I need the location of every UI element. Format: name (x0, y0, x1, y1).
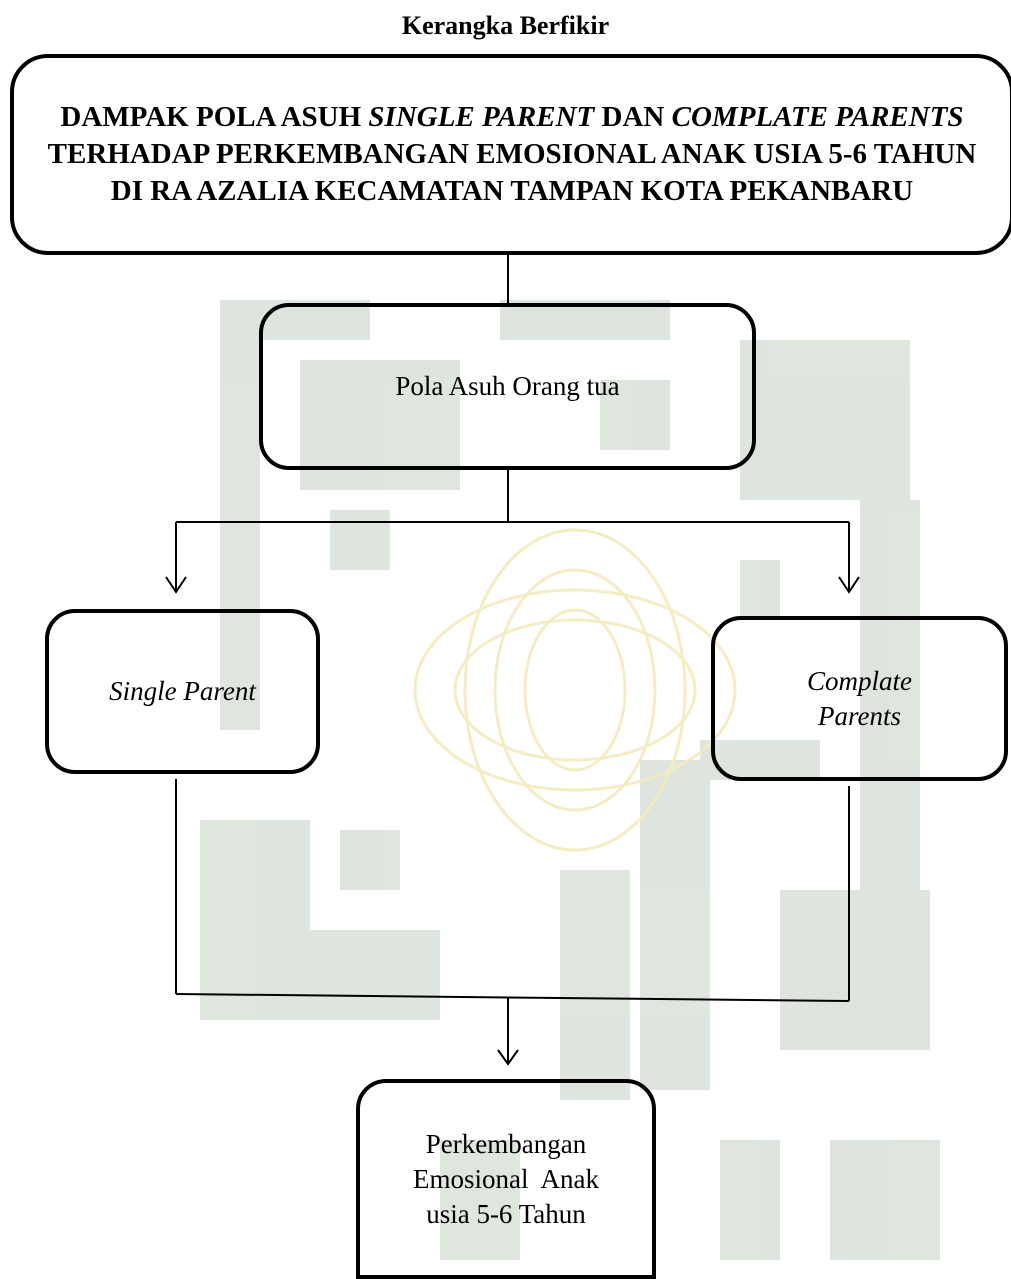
watermark-shape (740, 560, 780, 620)
perkembangan-line2: Emosional Anak (413, 1163, 599, 1194)
page-title: Kerangka Berfikir (401, 11, 610, 40)
watermark-shape (340, 830, 400, 890)
single-parent-box: Single Parent (45, 609, 320, 774)
watermark-shape (300, 930, 440, 1020)
watermark-shape (560, 870, 630, 1100)
watermark-shape (440, 1140, 520, 1260)
watermark-shape (413, 588, 737, 792)
single-parent-label: Single Parent (109, 676, 256, 706)
complate-parents-line1: Complate (807, 665, 912, 696)
main-topic-italic: COMPLATE PARENTS (671, 101, 964, 133)
perkembangan-line3: usia 5-6 Tahun (426, 1198, 586, 1229)
complate-parents-line2: Parents (818, 700, 901, 731)
connector-merge (175, 993, 850, 1002)
watermark-shape (493, 568, 657, 812)
watermark-shape (200, 820, 310, 1020)
watermark-shape (220, 300, 260, 730)
main-topic-part: TERHADAP PERKEMBANGAN EMOSIONAL ANAK USI… (47, 138, 977, 207)
watermark-shape (640, 760, 710, 1090)
watermark-shape (720, 1140, 780, 1260)
perkembangan-box: Perkembangan Emosional Anak usia 5-6 Tah… (356, 1079, 656, 1279)
main-topic-box: DAMPAK POLA ASUH SINGLE PARENT DAN COMPL… (10, 54, 1011, 255)
main-topic-text: DAMPAK POLA ASUH SINGLE PARENT DAN COMPL… (34, 99, 990, 210)
watermark-shape (330, 510, 390, 570)
arrowhead-icon (165, 576, 187, 594)
pola-asuh-box: Pola Asuh Orang tua (259, 303, 756, 470)
watermark-shape (600, 380, 670, 450)
complate-parents-box: Complate Parents (711, 616, 1008, 781)
arrowhead-icon (497, 1049, 519, 1066)
main-topic-italic: SINGLE PARENT (368, 101, 595, 133)
watermark-shape (463, 528, 687, 852)
watermark-shape (740, 340, 910, 500)
perkembangan-line1: Perkembangan (425, 1128, 587, 1159)
watermark-shape (780, 890, 930, 1050)
arrowhead-icon (838, 576, 860, 594)
main-topic-part: DAMPAK POLA ASUH (60, 101, 369, 133)
watermark-shape (453, 618, 697, 762)
pola-asuh-label: Pola Asuh Orang tua (395, 371, 620, 401)
main-topic-part: DAN (594, 101, 672, 133)
watermark-shape (523, 608, 627, 772)
watermark-shape (830, 1140, 940, 1260)
watermark-shape (860, 500, 920, 920)
